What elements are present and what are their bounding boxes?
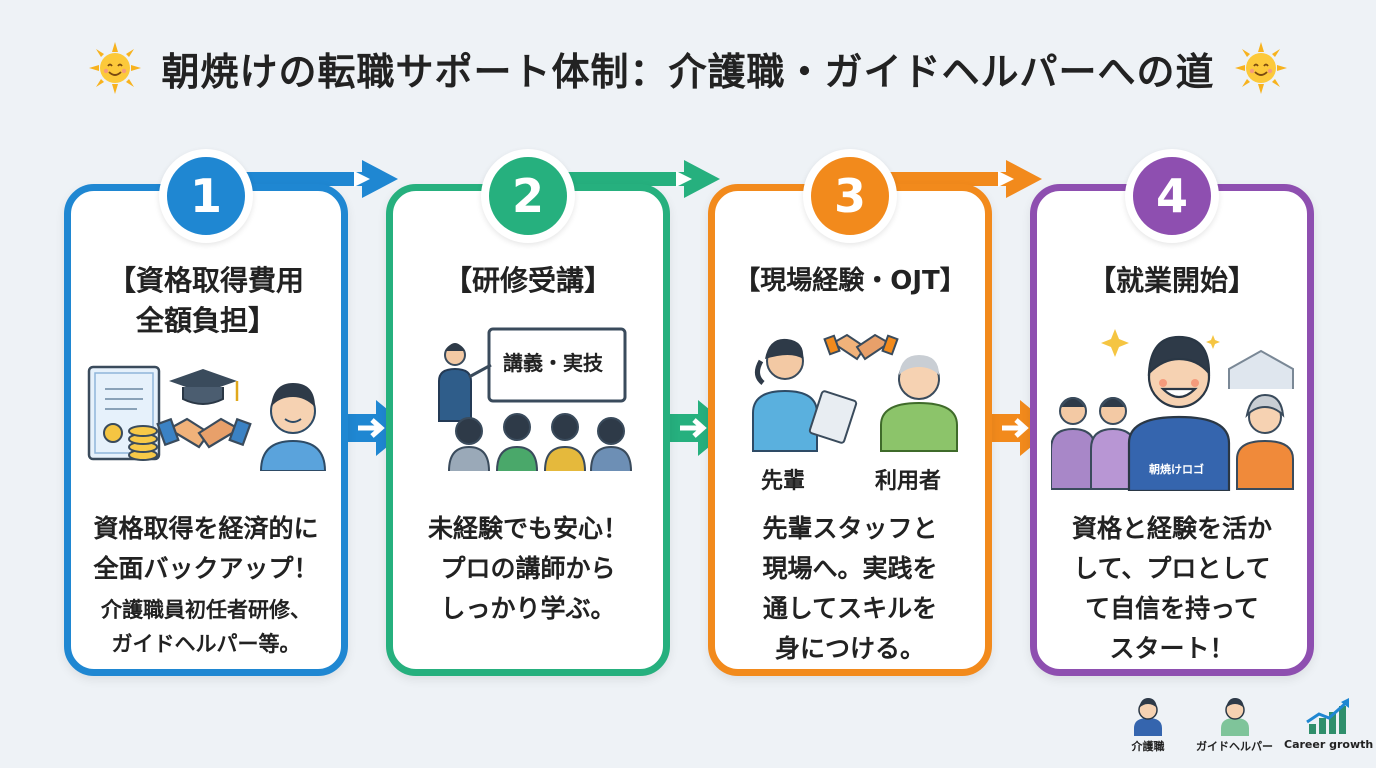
step-card-3: 3 【現場経験・OJT】 先輩 利用者 先輩スタッフと 現場へ。実践を 通してス… [708,149,992,676]
step-body-line4: スタート！ [1109,634,1235,663]
elderly-user-icon [1236,393,1294,490]
coworkers-icon [1051,397,1136,490]
step-sub-line2: ガイドヘルパー等。 [111,632,301,656]
legend-label: ガイドヘルパー [1196,740,1273,753]
ojt-illustration [752,333,958,452]
senior-label: 先輩 [761,469,806,494]
senior-staff-icon [752,338,818,452]
step-body-line2: 全面バックアップ！ [93,554,319,583]
clipboard-icon [808,390,858,444]
legend-item-caregiver: 介護職 [1128,696,1168,754]
facility-building-icon [1228,349,1294,389]
step-heading: 【研修受講】 [443,264,612,297]
step-heading-line1: 【資格取得費用 [107,264,304,297]
mid-arrow-1-to-2 [344,400,410,456]
step-body-line2: 現場へ。実践を [762,554,938,583]
top-arrow-2-to-3 [568,160,720,198]
top-arrow-1-to-2 [246,160,398,198]
step-sub-line1: 介護職員初任者研修、 [101,598,311,622]
step-body-line1: 未経験でも安心！ [427,514,628,543]
handshake-icon [156,417,252,449]
step-body-line3: しっかり学ぶ。 [440,594,616,623]
sparkle-icon [1101,329,1220,357]
step-body-line1: 資格と経験を活か [1071,514,1272,543]
staff-person-icon [259,383,327,471]
growth-chart-icon [1305,698,1349,734]
graduation-cap-icon [169,369,239,405]
guide-helper-icon [1220,698,1249,736]
instructor-icon [438,343,492,422]
step-number-badge: 3 [803,149,897,243]
step-heading: 【就業開始】 [1087,264,1256,297]
step-body-line3: て自信を持って [1085,594,1259,623]
top-arrow-3-to-4 [890,160,1042,198]
step-heading-line2: 全額負担】 [135,304,276,337]
step-body-line1: 先輩スタッフと [762,514,938,543]
legend-item-career-growth: Career growth [1284,696,1373,751]
step-card-4: 4 【就業開始】 朝焼けロゴ [1030,149,1314,676]
coins-icon [128,425,158,461]
caregiver-icon [1134,698,1162,736]
step-body-line3: 通してスキルを [762,594,938,623]
qualification-cost-illustration [87,365,327,471]
legend-label: Career growth [1284,738,1374,751]
lecture-illustration [438,327,632,472]
new-employee-icon [1127,335,1231,491]
sun-icon [1234,42,1287,94]
step-body-line1: 資格取得を経済的に [93,514,319,543]
step-body-line2: して、プロとして [1073,554,1271,583]
step-card-1: 1 【資格取得費用 全額負担】 [64,149,348,676]
step-number-badge: 1 [159,149,253,243]
legend-item-guide-helper: ガイドヘルパー [1196,696,1273,754]
user-label: 利用者 [875,469,942,494]
sun-icon [89,42,142,94]
step-heading: 【現場経験・OJT】 [734,266,966,296]
elderly-user-icon [880,355,958,452]
whiteboard-label: 講義・実技 [503,351,603,375]
step-card-2: 2 【研修受講】 講義・実技 未経験でも安心！ プロの講師から しっかり学ぶ。 [386,149,670,676]
step-body-line4: 身につける。 [774,634,925,663]
handshake-icon [823,333,899,361]
step-body-line2: プロの講師から [440,554,616,583]
step-number-badge: 2 [481,149,575,243]
page-title: 朝焼けの転職サポート体制：介護職・ガイドヘルパーへの道 [161,49,1215,94]
legend-label: 介護職 [1131,740,1165,753]
employment-start-illustration [1051,329,1294,491]
students-icon [448,413,632,472]
title-row: 朝焼けの転職サポート体制：介護職・ガイドヘルパーへの道 [0,28,1376,108]
shirt-logo-text: 朝焼けロゴ [1149,463,1204,476]
step-number-badge: 4 [1125,149,1219,243]
